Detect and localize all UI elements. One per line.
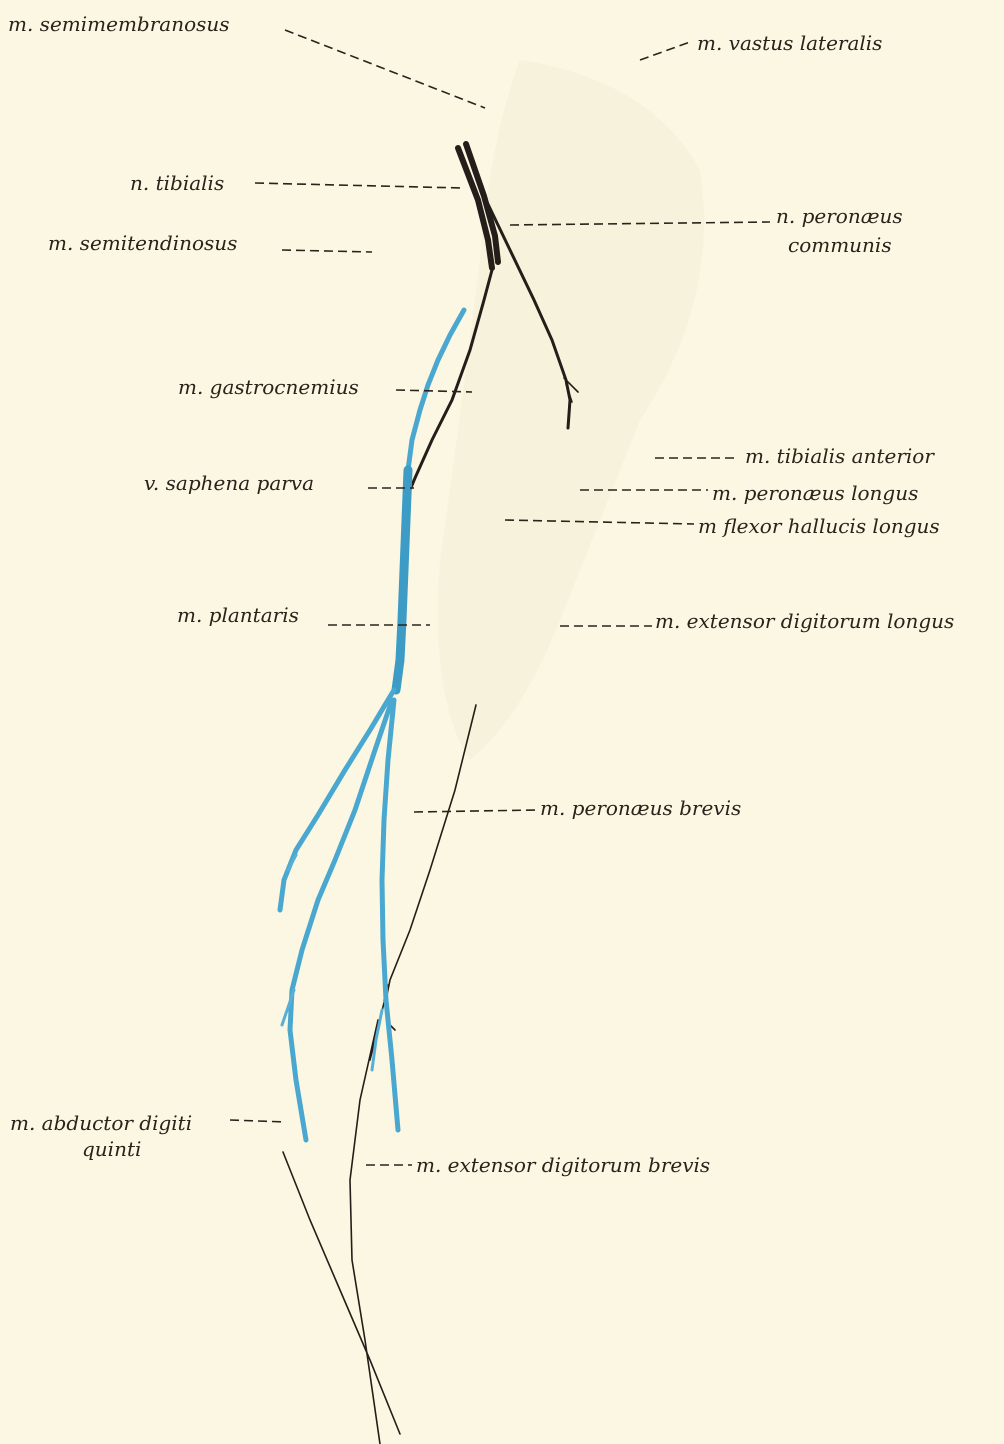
label-abductor-digiti-1: m. abductor digiti	[10, 1111, 192, 1135]
label-peronaeus-communis-2: communis	[788, 233, 892, 257]
limb-shading	[438, 60, 704, 760]
label-gastrocnemius: m. gastrocnemius	[178, 375, 359, 399]
terminal-nerve-a	[350, 1020, 380, 1444]
label-peronaeus-longus: m. peronæus longus	[712, 481, 918, 505]
leader-vastus-lateralis	[640, 42, 690, 60]
saphena-branch-medial	[382, 700, 398, 1130]
saphena-parva-main	[396, 470, 408, 690]
label-tibialis-anterior: m. tibialis anterior	[745, 444, 935, 468]
label-saphena-parva: v. saphena parva	[144, 471, 314, 495]
label-tibialis-nerve: n. tibialis	[130, 171, 224, 195]
label-plantaris: m. plantaris	[177, 603, 299, 627]
label-vastus-lateralis: m. vastus lateralis	[697, 31, 882, 55]
label-flexor-hallucis-longus: m flexor hallucis longus	[698, 514, 940, 538]
sural-nerve-lower	[385, 705, 476, 1030]
leader-gastrocnemius	[396, 390, 472, 392]
label-peronaeus-brevis: m. peronæus brevis	[540, 796, 741, 820]
label-semimembranosus: m. semimembranosus	[8, 12, 230, 36]
label-peronaeus-communis-1: n. peronæus	[776, 204, 903, 228]
terminal-nerve-b	[283, 1152, 400, 1434]
saphena-branch-middle	[290, 700, 392, 1140]
leader-semitendinosus	[282, 250, 372, 252]
leader-peronaeus-brevis	[414, 810, 537, 812]
label-extensor-digitorum-brevis: m. extensor digitorum brevis	[416, 1153, 710, 1177]
label-abductor-digiti-2: quinti	[82, 1137, 141, 1161]
label-semitendinosus: m. semitendinosus	[48, 231, 237, 255]
saphena-branch-lateral	[280, 690, 394, 910]
leader-tibialis-nerve	[255, 183, 462, 188]
leader-semimembranosus	[285, 30, 485, 108]
leader-abductor-digiti	[230, 1120, 286, 1122]
label-extensor-digitorum-longus: m. extensor digitorum longus	[655, 609, 954, 633]
